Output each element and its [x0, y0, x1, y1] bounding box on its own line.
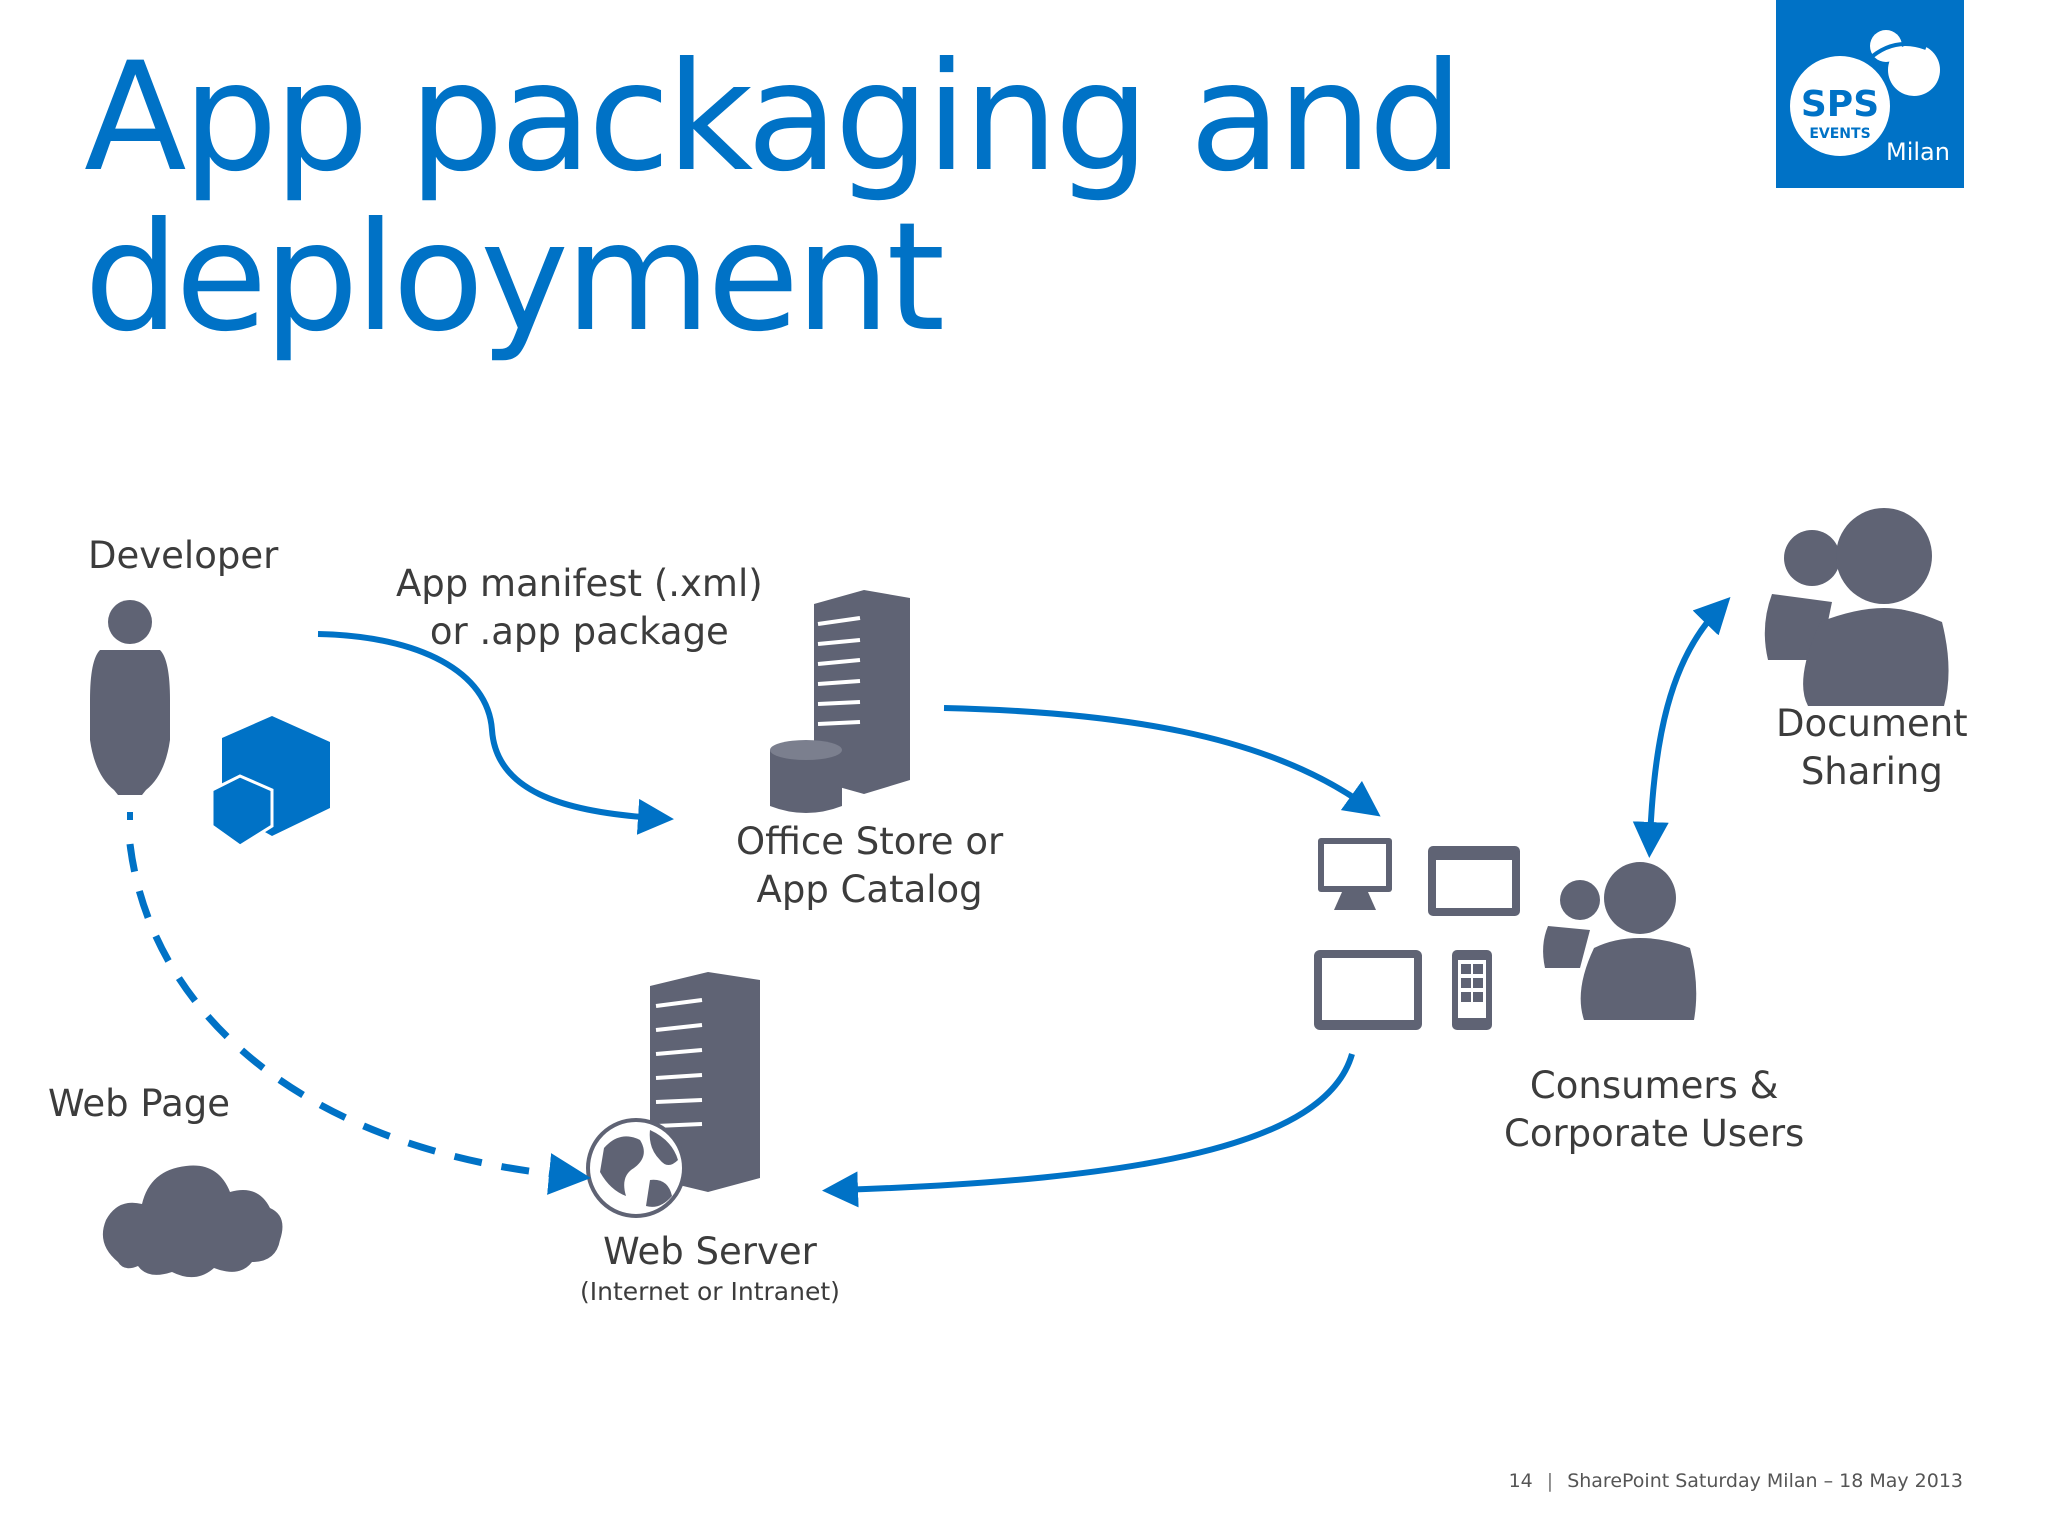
document-sharing-label: Document Sharing: [1776, 700, 1968, 796]
logo-events-text: EVENTS: [1809, 126, 1870, 142]
phone-icon: [1452, 950, 1492, 1030]
manifest-label-line-1: App manifest (.xml): [396, 562, 763, 605]
document-sharing-label-line-1: Document: [1776, 702, 1968, 745]
arrow-devices-to-web-server: [822, 1053, 1355, 1208]
arrow-store-to-devices: [943, 705, 1381, 817]
app-package-icon: [210, 716, 330, 848]
laptop-icon: [1428, 846, 1520, 916]
arrow-developer-to-web-server-dashed: [126, 843, 591, 1195]
footer-event-text: SharePoint Saturday Milan – 18 May 2013: [1567, 1470, 1963, 1492]
document-sharing-users-icon: [1764, 508, 1949, 706]
store-label-line-2: App Catalog: [756, 868, 983, 911]
title-line-2: deployment: [84, 191, 945, 365]
page-number: 14: [1508, 1470, 1533, 1492]
manifest-label-line-2: or .app package: [429, 610, 729, 653]
sps-events-logo: SPS EVENTS Milan: [1776, 0, 1964, 188]
consumers-label-line-2: Corporate Users: [1504, 1112, 1805, 1155]
web-server-label-line-1: Web Server: [603, 1230, 817, 1273]
arrow-developer-to-store: [317, 631, 674, 835]
slide-footer: 14 | SharePoint Saturday Milan – 18 May 20…: [1509, 1470, 1963, 1492]
monitor-icon: [1318, 838, 1392, 910]
logo-city-text: Milan: [1886, 138, 1950, 166]
logo-circle-icon: [1790, 56, 1890, 156]
developer-label: Developer: [88, 534, 279, 577]
web-server-label-line-2: (Internet or Intranet): [580, 1277, 840, 1306]
web-server-icon: [650, 972, 760, 1192]
database-icon: [770, 740, 842, 813]
consumers-label-line-1: Consumers &: [1529, 1064, 1779, 1107]
store-label-line-1: Office Store or: [736, 820, 1004, 863]
logo-sps-text: SPS: [1801, 84, 1879, 125]
title-line-1: App packaging and: [84, 31, 1464, 205]
web-page-label: Web Page: [48, 1082, 231, 1125]
web-server-label: Web Server (Internet or Intranet): [580, 1228, 840, 1308]
developer-person-icon: [90, 600, 170, 795]
devices-icon: [1314, 838, 1520, 1030]
footer-separator: |: [1546, 1470, 1554, 1492]
logo-graphic: SPS EVENTS Milan: [1790, 30, 1950, 166]
slide-title: App packaging and deployment: [84, 31, 1464, 365]
tablet-icon: [1314, 950, 1422, 1030]
cloud-icon: [102, 1165, 283, 1278]
logo-leaf-icon: [1888, 44, 1940, 96]
arrow-consumers-document-sharing: [1632, 597, 1731, 858]
consumers-label: Consumers & Corporate Users: [1504, 1062, 1804, 1158]
consumers-users-icon: [1543, 862, 1697, 1020]
store-label: Office Store or App Catalog: [736, 818, 1003, 914]
manifest-label: App manifest (.xml) or .app package: [396, 560, 763, 656]
store-server-icon: [814, 590, 910, 794]
document-sharing-label-line-2: Sharing: [1800, 750, 1943, 793]
globe-icon: [586, 1118, 686, 1218]
